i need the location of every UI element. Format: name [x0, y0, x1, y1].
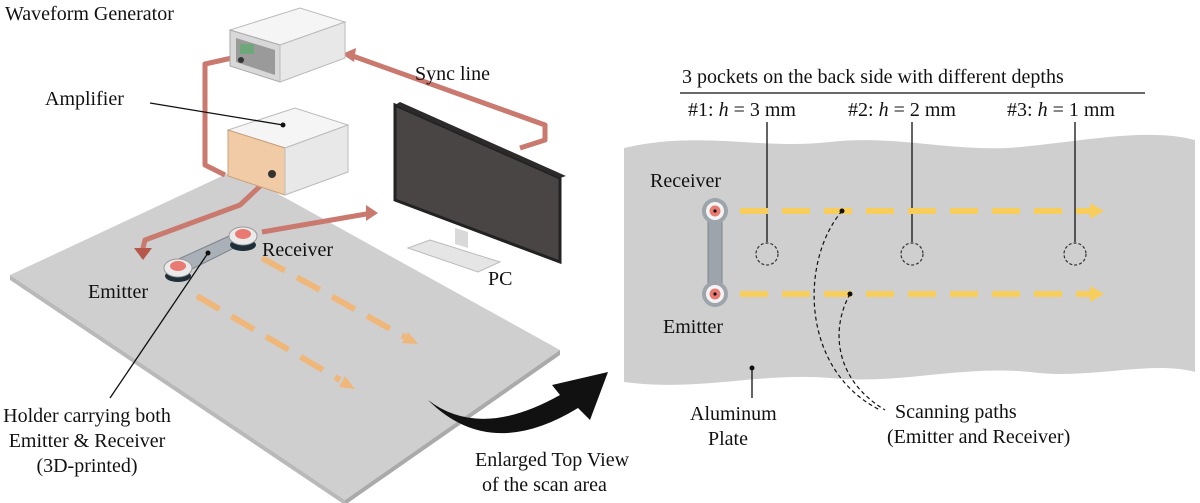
- pockets: [755, 242, 1087, 266]
- scan-path-lower: [195, 293, 342, 383]
- receiver-left-label: Receiver: [262, 239, 333, 261]
- pocket-2: [900, 242, 924, 266]
- pocket-3: [1063, 242, 1087, 266]
- scan-arrowhead-right-lower: [1090, 286, 1104, 302]
- waveform-generator-label: Waveform Generator: [5, 3, 174, 25]
- holder-label-line1: Holder carrying both: [3, 405, 171, 427]
- scan-arrowhead-upper: [402, 332, 418, 344]
- receiver-dot: [713, 209, 717, 213]
- scan-path-upper: [260, 255, 407, 340]
- aluminum-label-line2: Plate: [708, 428, 748, 450]
- holder-left: [163, 226, 258, 282]
- scan-arrowhead-lower: [339, 376, 355, 389]
- enlarged-label-line1: Enlarged Top View: [475, 449, 630, 471]
- pocket-1: [755, 242, 779, 266]
- pc-label: PC: [488, 268, 512, 290]
- pocket-2-label: #2: h = 2 mm: [848, 99, 956, 121]
- cable-arrow-pc: [366, 205, 378, 221]
- enlarged-label-line2: of the scan area: [482, 474, 607, 496]
- holder-label-line3: (3D-printed): [36, 455, 137, 477]
- scan-dot-lower: [847, 291, 853, 297]
- pocket-3-label: #3: h = 1 mm: [1007, 99, 1115, 121]
- amplifier-dot: [280, 122, 286, 128]
- emitter-left-label: Emitter: [88, 281, 148, 303]
- emitter-dot: [713, 292, 717, 296]
- plate-edge-right: [345, 350, 560, 503]
- plate-edge: [10, 275, 345, 503]
- pocket-leaders: [766, 122, 1076, 242]
- sync-line-label: Sync line: [415, 63, 490, 85]
- waveform-generator-device: [228, 7, 347, 83]
- holder-dot: [205, 250, 211, 256]
- pc-monitor: [393, 102, 566, 273]
- enlarge-arrow-icon: [428, 372, 608, 434]
- holder-right: [702, 198, 728, 307]
- amplifier-device: [226, 107, 350, 196]
- leader-lines-left: [109, 102, 284, 399]
- scan-arrowhead-right-upper: [1090, 203, 1104, 219]
- cable-arrow-sync: [342, 48, 356, 62]
- receiver-right-label: Receiver: [650, 170, 721, 192]
- cables: [139, 52, 548, 253]
- scanning-label-line1: Scanning paths: [895, 401, 1017, 423]
- scanning-leaders: [813, 210, 886, 411]
- amplifier-label: Amplifier: [45, 88, 124, 110]
- pocket-1-label: #1: h = 3 mm: [688, 99, 796, 121]
- scanning-label-line2: (Emitter and Receiver): [887, 426, 1070, 448]
- holder-label-line2: Emitter & Receiver: [9, 430, 166, 452]
- aluminum-dot: [749, 365, 755, 371]
- aluminum-label-line1: Aluminum: [690, 403, 777, 425]
- emitter-right-label: Emitter: [663, 316, 723, 338]
- pockets-title: 3 pockets on the back side with differen…: [682, 66, 1064, 88]
- scan-dot-upper: [839, 208, 845, 214]
- cable-arrow-emitter: [134, 248, 152, 260]
